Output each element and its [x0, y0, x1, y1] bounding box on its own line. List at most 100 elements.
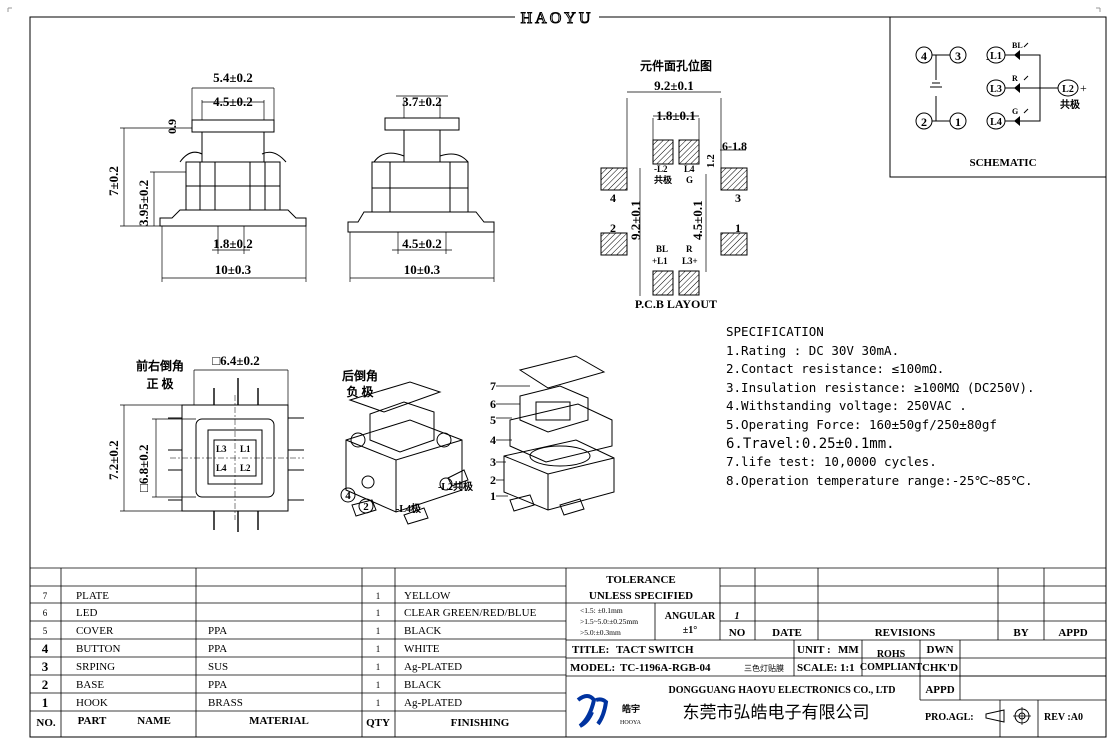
tolerance-row-2: >1.5~5.0:±0.25mm — [580, 617, 638, 626]
front-dim-body: 3.95±0.2 — [136, 180, 151, 226]
bom-finish-5: BLACK — [404, 625, 441, 637]
exploded-callout-3: 3 — [490, 455, 496, 469]
exploded-callout-7: 7 — [490, 379, 496, 393]
bom-no-4: 4 — [42, 641, 49, 656]
bom-material-4: PPA — [208, 643, 227, 655]
pcb-led-bl-2: +L1 — [652, 256, 668, 266]
bom-no-1: 1 — [42, 695, 49, 710]
bom-header-finishing: FINISHING — [451, 717, 510, 729]
bom-finish-4: WHITE — [404, 643, 440, 655]
title-label: TITLE: — [572, 644, 609, 656]
bom-qty-2: 1 — [376, 680, 381, 690]
angular-value: ±1° — [683, 625, 698, 636]
top-label-l1: L1 — [240, 444, 251, 454]
front-dim-cap: 0.9 — [165, 119, 179, 134]
top-dim-inner: □6.8±0.2 — [136, 445, 151, 493]
bom-qty-7: 1 — [376, 591, 381, 601]
chkd-label: CHK'D — [922, 662, 958, 674]
company-en: DONGGUANG HAOYU ELECTRONICS CO., LTD — [669, 685, 896, 696]
front-dim-top-inner: 4.5±0.2 — [213, 94, 253, 109]
bom-material-5: PPA — [208, 625, 227, 637]
model-cn: 三色灯贴膜 — [744, 663, 784, 673]
pcb-dim-overall: 9.2±0.1 — [654, 78, 694, 93]
unit-value: MM — [838, 644, 859, 656]
pro-agl-label: PRO.AGL: — [925, 712, 974, 723]
iso-callout-l4: -L4极 — [396, 502, 422, 515]
projection-symbol — [985, 707, 1031, 725]
lead-l1: L1 — [990, 51, 1002, 62]
iso-callout-l2: -L2共极 — [438, 480, 474, 493]
front-dim-top-outer: 5.4±0.2 — [213, 70, 253, 85]
exploded-callout-2: 2 — [490, 473, 496, 487]
scale-label: SCALE: — [797, 662, 837, 674]
pcb-led-bl-1: BL — [656, 244, 668, 254]
front-dim-height: 7±0.2 — [106, 166, 121, 196]
bom-part-5: COVER — [76, 625, 114, 637]
spec-item-5: 5.Operating Force: 160±50gf/250±80gf — [726, 416, 997, 432]
pcb-led-br-2: L3+ — [682, 256, 698, 266]
pin-1: 1 — [955, 115, 961, 129]
pcb-dim-led-pitch: 1.8±0.1 — [656, 108, 696, 123]
lead-l2: L2 — [1062, 84, 1074, 95]
exploded-callout-1: 1 — [490, 489, 496, 503]
pcb-dim-vertical: 9.2±0.1 — [628, 200, 643, 240]
pin-2: 2 — [921, 115, 927, 129]
rev-no-label: NO — [729, 627, 746, 639]
side-dim-width: 10±0.3 — [404, 262, 441, 277]
bom-header-no: NO. — [36, 717, 56, 729]
bom-qty-3: 1 — [376, 662, 381, 672]
bom-no-3: 3 — [42, 659, 49, 674]
rev-appd-label: APPD — [1058, 627, 1087, 639]
rohs-compliant: COMPLIANT — [860, 662, 923, 673]
iso-note-chamfer: 后倒角 — [342, 368, 378, 383]
angular-label: ANGULAR — [665, 611, 716, 622]
brand-logo: HAOYU — [521, 10, 594, 27]
bom-header-material: MATERIAL — [249, 715, 309, 727]
bom-qty-5: 1 — [376, 626, 381, 636]
spec-item-4: 4.Withstanding voltage: 250VAC . — [726, 398, 967, 414]
top-view — [120, 369, 304, 532]
pin-4: 4 — [921, 49, 927, 63]
bom-no-7: 7 — [43, 591, 48, 601]
spec-item-7: 7.life test: 10,0000 cycles. — [726, 454, 937, 470]
pcb-caption: P.C.B LAYOUT — [635, 297, 717, 311]
iso-view — [345, 381, 469, 525]
lead-l4: L4 — [990, 117, 1002, 128]
tolerance-row-3: >5.0:±0.3mm — [580, 628, 621, 637]
iso-callout-4: 4 — [345, 490, 351, 502]
top-dim-top: □6.4±0.2 — [212, 353, 260, 368]
bom-table — [30, 567, 567, 737]
side-view — [347, 95, 495, 282]
revision-mark: 1 — [735, 611, 740, 622]
bom-finish-3: Ag-PLATED — [404, 661, 462, 673]
bom-material-2: PPA — [208, 679, 227, 691]
spec-item-1: 1.Rating : DC 30V 30mA. — [726, 342, 900, 358]
exploded-view — [496, 355, 615, 516]
exploded-callout-5: 5 — [490, 413, 496, 427]
exploded-callout-4: 4 — [490, 433, 496, 447]
pcb-led-br-1: R — [686, 244, 693, 254]
common-anode-label: 共极 — [1060, 98, 1081, 111]
bom-part-3: SRPING — [76, 661, 115, 673]
rev-date-label: DATE — [772, 627, 802, 639]
pcb-title: 元件面孔位图 — [640, 58, 712, 73]
bom-header-name: NAME — [137, 715, 171, 727]
bom-part-6: LED — [76, 607, 97, 619]
lead-l3: L3 — [990, 84, 1002, 95]
unit-label: UNIT : — [797, 644, 831, 656]
led-r-label: R — [1012, 74, 1018, 83]
front-dim-pin: 1.8±0.2 — [213, 236, 253, 251]
pin-3: 3 — [955, 49, 961, 63]
schematic-title: SCHEMATIC — [969, 157, 1036, 169]
pcb-dim-led-gap: 1.2 — [705, 154, 717, 168]
bom-no-2: 2 — [42, 677, 49, 692]
bom-finish-6: CLEAR GREEN/RED/BLUE — [404, 607, 537, 619]
logo-cn: 皓宇 — [622, 703, 640, 714]
bom-qty-1: 1 — [376, 698, 381, 708]
pcb-led-tr-2: G — [686, 175, 693, 185]
pcb-dim-led-vertical: 4.5±0.1 — [690, 200, 705, 240]
bom-no-5: 5 — [43, 626, 48, 636]
top-label-l3: L3 — [216, 444, 227, 454]
plus-l2: + — [1080, 81, 1087, 95]
